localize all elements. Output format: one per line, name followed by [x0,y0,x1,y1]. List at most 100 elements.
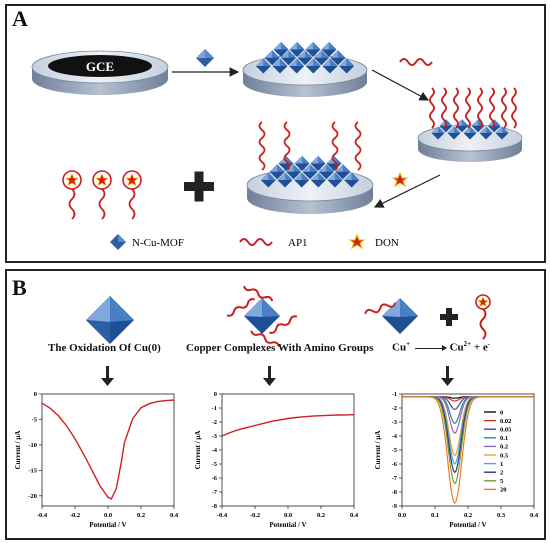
x-tick-label: 0.2 [317,512,325,519]
x-tick-label: -0.2 [250,512,260,519]
don-released-electrode [246,121,374,214]
y-tick-label: -10 [28,442,37,449]
legend-label: 0.02 [500,418,511,425]
y-tick-label: -1 [392,391,397,398]
aptamer-strand [331,121,339,171]
x-tick-label: 0.0 [398,512,406,519]
mof-crystal [269,164,285,180]
mof-aptamer-icon [364,298,418,334]
plus-icon [184,171,214,202]
mof-crystal [335,164,351,180]
dpv-curve-5 [402,396,534,485]
mof-crystal [330,50,346,66]
dpv-curve-20 [402,396,534,505]
gce-electrode: GCE [31,50,169,95]
reaction-tail: + e [473,341,488,354]
mof-crystal [313,50,329,66]
mof-crystal [310,172,326,188]
mof-crystal [277,172,293,188]
aptamer-strand [429,87,435,129]
aptamer-strand [501,87,507,129]
mof-crystal [318,164,334,180]
mof-crystal [294,172,310,188]
aptamer-strand [453,87,459,129]
x-tick-label: 0.1 [431,512,439,519]
legend-label: 5 [500,478,504,485]
x-tick-label: 0.2 [464,512,472,519]
legend-don: DON [348,233,399,250]
reaction-right-sup: 2+ [463,340,472,348]
x-tick-label: -0.2 [70,512,80,519]
x-tick-label: -0.4 [217,512,228,519]
legend-label: 2 [500,470,503,477]
y-axis-label: Current / μA [14,431,22,470]
mof-crystal [294,156,310,171]
mof-crystal [447,126,461,140]
down-arrow-1 [101,366,114,386]
y-tick-label: -8 [392,489,398,496]
legend-label: 0.2 [500,444,508,451]
aptamer-strand [354,121,362,171]
plot-frame [221,393,355,507]
aptamer-strand [511,87,517,129]
legend-aptamer-label: AP1 [288,237,308,249]
reaction-left-sup: + [406,340,411,348]
mof-crystal [289,58,305,74]
reaction-right: Cu [449,341,464,354]
dpv-curve [41,399,175,500]
y-tick-label: -4 [392,433,398,440]
legend-label: 0.1 [500,435,508,442]
panel-b-icons [86,285,491,386]
legend-label: 0 [500,409,503,416]
panel-a [5,4,546,263]
mof-aptamer-complex-icon [226,285,298,347]
reaction-tail-sup: - [487,340,491,348]
panel-a-label: A [12,6,28,31]
panel-b-label: B [12,275,27,300]
y-tick-label: -8 [212,503,218,510]
legend-label: 0.05 [500,427,512,434]
y-tick-label: 0 [34,391,37,398]
legend-don-label: DON [375,237,399,249]
y-tick-label: -1 [212,405,217,412]
don-star-icon [391,171,409,188]
legend-aptamer: AP1 [239,237,308,249]
plus-small-icon [440,308,458,326]
aptamer-strand [399,58,433,66]
mof-crystal [327,172,343,188]
y-tick-label: -20 [28,493,37,500]
aptamer-don-complex [62,170,82,220]
legend-label: 20 [500,487,507,494]
aptamer-don-icon [475,294,491,340]
mof-crystal [463,126,477,140]
y-tick-label: -5 [392,447,398,454]
legend-label: 1 [500,461,503,468]
x-tick-label: 0.0 [104,512,112,519]
y-tick-label: -3 [212,433,218,440]
aptamer-modified-electrode [417,87,523,162]
aptamer-strand [489,87,495,129]
x-axis-label: Potential / V [89,521,126,529]
y-tick-label: -4 [212,447,218,454]
caption-complexes: Copper Complexes With Amino Groups [186,342,374,354]
mof-crystal [431,126,445,140]
x-tick-label: 0.4 [530,512,539,519]
aptamer-strand [441,87,447,129]
mof-crystal [255,58,271,74]
x-tick-label: 0.0 [284,512,292,519]
y-tick-label: -2 [212,419,217,426]
y-tick-label: -15 [28,468,37,475]
mof-crystal [479,126,493,140]
panel-a-scheme: GCE N-Cu [31,42,523,250]
y-tick-label: -5 [212,461,218,468]
mof-crystal [289,42,305,57]
mof-crystal [302,164,318,180]
y-tick-label: -5 [32,417,38,424]
mof-crystal [344,172,360,188]
mof-crystal [305,58,321,74]
reaction-arrow [414,344,447,351]
y-tick-label: -9 [392,503,398,510]
y-tick-label: 0 [214,391,217,398]
aptamer-don-complex [92,170,112,220]
